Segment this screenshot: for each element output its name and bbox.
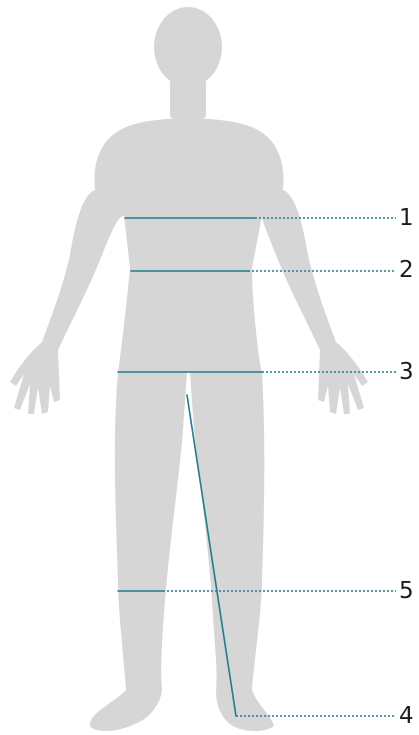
- marker-label-4: 4: [399, 705, 414, 728]
- marker-label-1: 1: [399, 207, 414, 230]
- torso-shape: [94, 118, 283, 373]
- right-hand-shape: [318, 342, 368, 414]
- head-shape: [154, 7, 222, 87]
- neck-shape: [170, 78, 206, 120]
- marker-label-5: 5: [399, 580, 414, 603]
- marker-label-3: 3: [399, 361, 414, 384]
- right-arm-shape: [262, 190, 336, 350]
- left-hand-shape: [10, 342, 60, 414]
- right-leg-shape: [190, 373, 274, 731]
- marker-label-2: 2: [399, 259, 414, 282]
- human-silhouette-icon: [10, 7, 368, 731]
- left-arm-shape: [42, 190, 124, 350]
- left-leg-shape: [90, 373, 187, 731]
